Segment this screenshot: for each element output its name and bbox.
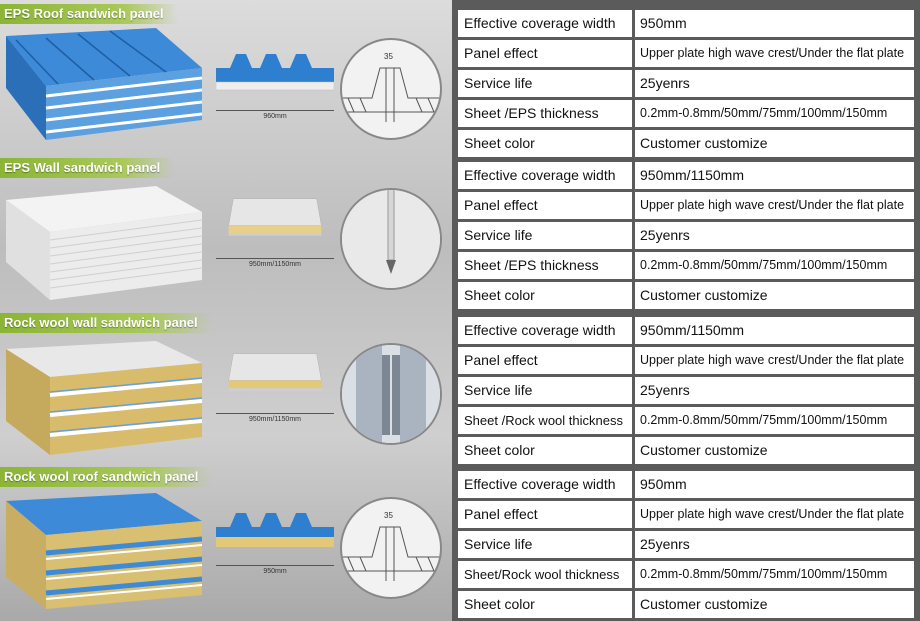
spec-value: 25yenrs — [635, 531, 914, 558]
spec-label: Service life — [458, 531, 632, 558]
spec-label: Service life — [458, 377, 632, 404]
eps-wall-panel-profile-image — [228, 198, 322, 236]
roof-joint-detail-circle: 35 — [340, 38, 442, 140]
spec-label: Sheet color — [458, 282, 632, 309]
spec-value: 25yenrs — [635, 377, 914, 404]
spec-value: 0.2mm-0.8mm/50mm/75mm/100mm/150mm — [635, 252, 914, 279]
rock-wool-wall-panel-profile-image — [228, 353, 322, 391]
panel-dimension: 950mm/1150mm — [216, 258, 334, 268]
spec-label: Effective coverage width — [458, 471, 632, 498]
spec-value: 950mm/1150mm — [635, 317, 914, 344]
section-rock-wool-wall: Rock wool wall sandwich panel 950mm/1150… — [0, 313, 920, 464]
spec-label: Panel effect — [458, 501, 632, 528]
roof-panel-profile-image — [216, 54, 334, 91]
section-title: EPS Roof sandwich panel — [0, 4, 178, 24]
section-eps-roof: EPS Roof sandwich panel 960mm — [0, 4, 920, 157]
joint-detail-icon — [342, 526, 440, 581]
spec-value: 25yenrs — [635, 70, 914, 97]
spec-value: 950mm — [635, 10, 914, 37]
spec-value: Customer customize — [635, 130, 914, 157]
joint-detail-icon — [342, 190, 440, 288]
rock-wool-wall-joint-detail-circle — [340, 343, 442, 445]
joint-detail-icon — [342, 345, 440, 443]
spec-label: Panel effect — [458, 347, 632, 374]
section-title: EPS Wall sandwich panel — [0, 158, 175, 178]
spec-value: 0.2mm-0.8mm/50mm/75mm/100mm/150mm — [635, 407, 914, 434]
spec-value: Upper plate high wave crest/Under the fl… — [635, 40, 914, 67]
spec-label: Service life — [458, 222, 632, 249]
spec-label: Sheet /EPS thickness — [458, 100, 632, 127]
spec-label: Sheet /Rock wool thickness — [458, 407, 632, 434]
rock-wool-roof-panel-profile-image — [216, 513, 334, 547]
panel-dimension: 960mm — [216, 110, 334, 120]
spec-label: Effective coverage width — [458, 10, 632, 37]
spec-label: Service life — [458, 70, 632, 97]
spec-label: Sheet/Rock wool thickness — [458, 561, 632, 588]
spec-value: 0.2mm-0.8mm/50mm/75mm/100mm/150mm — [635, 100, 914, 127]
spec-value: Customer customize — [635, 437, 914, 464]
spec-value: 0.2mm-0.8mm/50mm/75mm/100mm/150mm — [635, 561, 914, 588]
eps-wall-joint-detail-circle — [340, 188, 442, 290]
spec-label: Sheet color — [458, 130, 632, 157]
spec-label: Effective coverage width — [458, 162, 632, 189]
panel-dimension: 950mm/1150mm — [216, 413, 334, 423]
rock-wool-roof-joint-detail-circle: 35 — [340, 497, 442, 599]
spec-label: Sheet color — [458, 591, 632, 618]
panel-dimension: 950mm — [216, 565, 334, 575]
spec-label: Panel effect — [458, 192, 632, 219]
spec-label: Sheet /EPS thickness — [458, 252, 632, 279]
spec-value: 950mm/1150mm — [635, 162, 914, 189]
section-title: Rock wool roof sandwich panel — [0, 467, 213, 487]
section-rock-wool-roof: Rock wool roof sandwich panel 950mm — [0, 467, 920, 618]
joint-detail-icon — [342, 67, 440, 122]
spec-value: Customer customize — [635, 591, 914, 618]
joint-dimension-label: 35 — [384, 52, 393, 61]
spec-label: Effective coverage width — [458, 317, 632, 344]
rock-wool-wall-panel-stack-image — [6, 341, 202, 455]
eps-wall-panel-stack-image — [6, 186, 202, 300]
spec-label: Panel effect — [458, 40, 632, 67]
section-eps-wall: EPS Wall sandwich panel 950mm/1150mm Eff… — [0, 158, 920, 309]
spec-value: 950mm — [635, 471, 914, 498]
section-title: Rock wool wall sandwich panel — [0, 313, 212, 333]
spec-value: Upper plate high wave crest/Under the fl… — [635, 501, 914, 528]
rock-wool-roof-panel-stack-image — [6, 493, 202, 609]
joint-dimension-label: 35 — [384, 511, 393, 520]
roof-panel-stack-image — [6, 28, 202, 140]
spec-value: Upper plate high wave crest/Under the fl… — [635, 192, 914, 219]
spec-value: Upper plate high wave crest/Under the fl… — [635, 347, 914, 374]
spec-value: Customer customize — [635, 282, 914, 309]
spec-label: Sheet color — [458, 437, 632, 464]
spec-value: 25yenrs — [635, 222, 914, 249]
